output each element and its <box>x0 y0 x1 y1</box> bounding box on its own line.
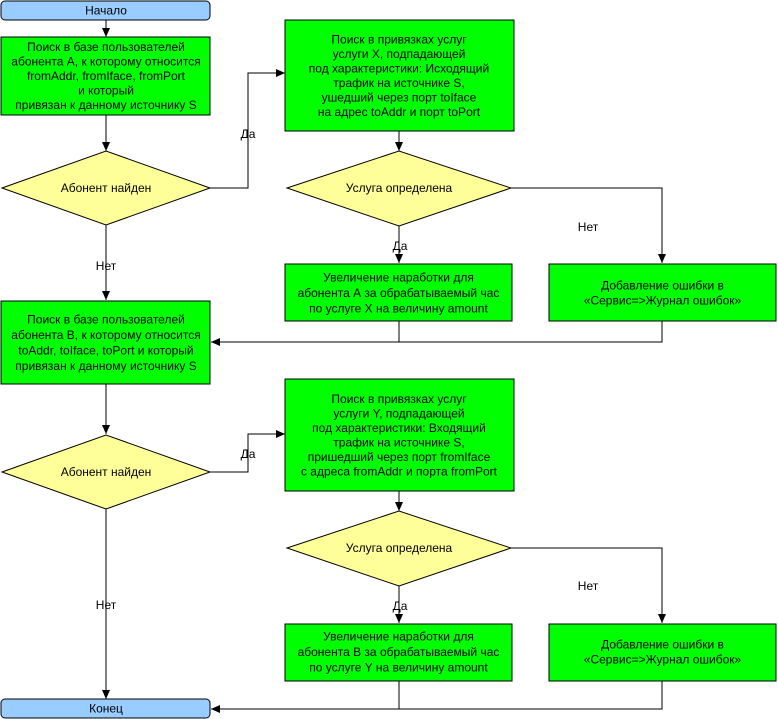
node-text-line: Поиск в базе пользователей <box>27 40 185 54</box>
decision-user-found-2 <box>0 434 212 510</box>
edge-decision-4-no <box>511 547 666 623</box>
edge-decision-2-no <box>511 187 666 263</box>
node-text-line: по услуге X на величину amount <box>309 302 488 316</box>
decision-service-defined-1 <box>285 150 513 227</box>
edge-decision-1-yes <box>210 69 285 189</box>
edge-label-no-1: Нет <box>96 259 117 273</box>
edge-increase-b-to-end <box>211 681 400 713</box>
node-text-line: услуги Y, подпадающей <box>333 406 464 420</box>
node-text-line: пришедший через порт fromIface <box>308 450 491 464</box>
node-text-line: toAddr, toIface, toPort и который <box>18 343 193 357</box>
edge-label-no-3: Нет <box>96 598 117 612</box>
node-text-line: под характеристики: Исходящий <box>309 61 489 75</box>
node-text-line: абонента B, к которому относится <box>11 328 200 342</box>
add-error-1-label: Добавление ошибки в«Сервис=>Журнал ошибо… <box>584 279 742 308</box>
add-error-2-box <box>548 623 777 682</box>
edge-decision-3-yes <box>210 430 285 473</box>
increase-usage-a-box <box>284 263 513 322</box>
node-text-line: трафик на источнике S, <box>333 76 464 90</box>
node-text-line: Увеличение наработки для <box>323 271 474 285</box>
node-text-line: Добавление ошибки в <box>601 279 724 293</box>
node-text-line: fromAddr, fromIface, fromPort <box>27 69 186 83</box>
edge-label-no-2: Нет <box>578 220 599 234</box>
increase-usage-b-box <box>284 623 513 682</box>
end-label: Конец <box>89 702 123 716</box>
node-text-line: Поиск в базе пользователей <box>27 312 185 326</box>
decision-user-found-1 <box>0 150 212 226</box>
add-error-1-box <box>548 263 777 322</box>
node-text-line: Абонент найден <box>61 465 152 479</box>
search-service-y-box <box>284 378 515 492</box>
node-text-line: Добавление ошибки в <box>601 638 724 652</box>
node-text-line: под характеристики: Входящий <box>312 421 486 435</box>
node-text-line: услуги X, подпадающей <box>333 47 466 61</box>
search-user-b-box <box>0 300 211 385</box>
node-text-line: Конец <box>89 702 123 716</box>
edge-label-yes-3: Да <box>241 447 256 461</box>
edge-label-yes-2: Да <box>393 239 408 253</box>
node-text-line: Абонент найден <box>61 181 152 195</box>
connectors <box>102 20 666 713</box>
node-text-line: Услуга определена <box>346 541 453 555</box>
node-text-line: абонента А, к которому относится <box>11 55 200 69</box>
node-text-line: с адреса fromAddr и порта fromPort <box>301 464 498 478</box>
node-text-line: Увеличение наработки для <box>323 630 474 644</box>
edge-error-2-to-merge <box>399 681 663 710</box>
node-text-line: «Сервис=>Журнал ошибок» <box>584 294 742 308</box>
decision-service-defined-2-label: Услуга определена <box>346 541 453 555</box>
decision-user-found-1-label: Абонент найден <box>61 181 152 195</box>
node-text-line: Поиск в привязках услуг <box>331 32 467 46</box>
edge-label-no-4: Нет <box>578 579 599 593</box>
node-text-line: трафик на источнике S, <box>333 435 464 449</box>
decision-service-defined-2 <box>285 510 513 587</box>
node-text-line: и который <box>78 84 134 98</box>
search-user-b-label: Поиск в базе пользователей абонента B, к … <box>11 312 200 373</box>
search-service-x-box <box>284 19 515 132</box>
edge-error-1-to-merge <box>399 321 663 343</box>
node-text-line: Поиск в привязках услуг <box>331 392 467 406</box>
node-text-line: абонента B за обрабатываемый час <box>298 645 500 659</box>
node-text-line: Начало <box>85 4 127 18</box>
node-text-line: Услуга определена <box>346 181 453 195</box>
start-label: Начало <box>85 4 127 18</box>
node-text-line: ушедший через порт toIface <box>322 90 477 104</box>
edge-label-yes-4: Да <box>393 599 408 613</box>
add-error-2-label: Добавление ошибки в«Сервис=>Журнал ошибо… <box>584 638 742 667</box>
decision-service-defined-1-label: Услуга определена <box>346 181 453 195</box>
node-text-line: привязан к данному источнику S <box>15 359 196 373</box>
search-user-a-box <box>0 36 211 116</box>
start-terminal <box>0 0 211 21</box>
node-text-line: «Сервис=>Журнал ошибок» <box>584 653 742 667</box>
node-text-line: привязан к данному источнику S <box>15 98 196 112</box>
end-terminal <box>0 698 211 719</box>
node-text-line: на адрес toAddr и порт toPort <box>318 105 481 119</box>
node-text-line: абонента А за обрабатываемый час <box>298 286 500 300</box>
edge-label-yes-1: Да <box>241 127 256 141</box>
node-text-line: по услуге Y на величину amount <box>309 661 488 675</box>
decision-user-found-2-label: Абонент найден <box>61 465 152 479</box>
edge-increase-a-to-search-b <box>211 321 400 346</box>
